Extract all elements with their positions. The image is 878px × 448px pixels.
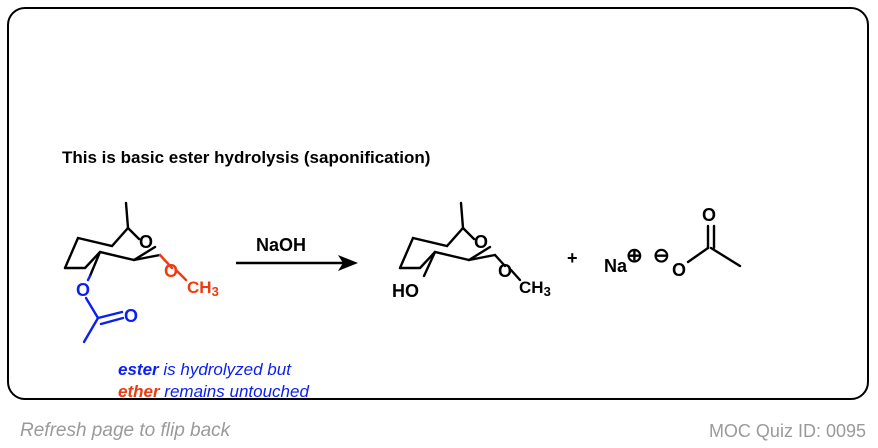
reactant-ether-bond <box>132 253 162 262</box>
reactant-acetyl-methyl-bond <box>82 316 100 344</box>
sodium-acetate: Na ⊕ ⊖ O O <box>604 205 742 280</box>
product-hydroxyl: HO <box>392 281 419 301</box>
reactant-carbonyl-oxygen: O <box>124 306 138 326</box>
note-ether-line: ether remains untouched <box>118 382 309 402</box>
headline: This is basic ester hydrolysis (saponifi… <box>62 148 431 167</box>
note-ester-line: ester is hydrolyzed but <box>118 360 291 380</box>
product-ring-bonds-lower <box>398 250 471 270</box>
product-ch3-bond <box>509 268 522 282</box>
sodium-label: Na <box>604 256 628 276</box>
reactant-molecule: O O CH3 O O <box>63 201 219 344</box>
note-ether-text: remains untouched <box>159 382 309 401</box>
sodium-charge: ⊕ <box>626 245 643 267</box>
reactant-ester-oxygen: O <box>76 280 90 300</box>
reactant-ether-bond-red <box>158 253 174 270</box>
reactant-ring-bonds <box>63 226 141 270</box>
reactant-carbonyl-double-2 <box>99 316 125 326</box>
reactant-ester-bond-blue <box>86 274 92 282</box>
reaction-arrow: NaOH <box>236 235 358 271</box>
acetate-carbonyl-oxygen: O <box>702 205 716 225</box>
reactant-ester-bond <box>88 250 102 278</box>
reactant-ring-bonds-lower <box>63 250 136 270</box>
flashcard[interactable] <box>7 7 869 400</box>
reactant-acyl-bond <box>84 296 100 320</box>
acetate-methyl-bond <box>709 246 742 268</box>
product-ring-bonds <box>398 226 476 270</box>
product-ring-oxygen: O <box>474 232 488 252</box>
reactant-methyl-bond <box>124 201 130 230</box>
product-molecule: O O CH3 HO <box>392 201 551 301</box>
reactant-ring-bond <box>132 245 157 262</box>
product-methoxy-ch3: CH3 <box>519 278 551 299</box>
product-ether-bond <box>467 253 497 262</box>
note-ether-term: ether <box>118 382 160 401</box>
product-methyl-bond <box>459 201 465 230</box>
note-ester-term: ester <box>118 360 159 379</box>
note-ester-text: is hydrolyzed but <box>158 360 291 379</box>
reactant-carbonyl-double-1 <box>96 310 124 320</box>
acetate-o-c-bond <box>686 246 710 264</box>
acetate-oxygen: O <box>672 260 686 280</box>
product-ring-bond <box>467 245 492 262</box>
quiz-id: MOC Quiz ID: 0095 <box>708 421 866 441</box>
reactant-ring-oxygen: O <box>139 232 153 252</box>
product-hydroxyl-bond <box>422 250 437 278</box>
reactant-ether-oxygen: O <box>164 261 178 281</box>
reactant-methoxy-ch3: CH3 <box>187 278 219 299</box>
product-ether-oxygen: O <box>498 261 512 281</box>
acetate-charge: ⊖ <box>653 245 670 267</box>
refresh-hint: Refresh page to flip back <box>20 420 231 441</box>
reagent-label: NaOH <box>256 235 306 255</box>
reactant-ether-ch3-bond <box>174 268 188 282</box>
product-ether-bond-2 <box>493 253 507 268</box>
plus-sign: + <box>567 248 578 268</box>
